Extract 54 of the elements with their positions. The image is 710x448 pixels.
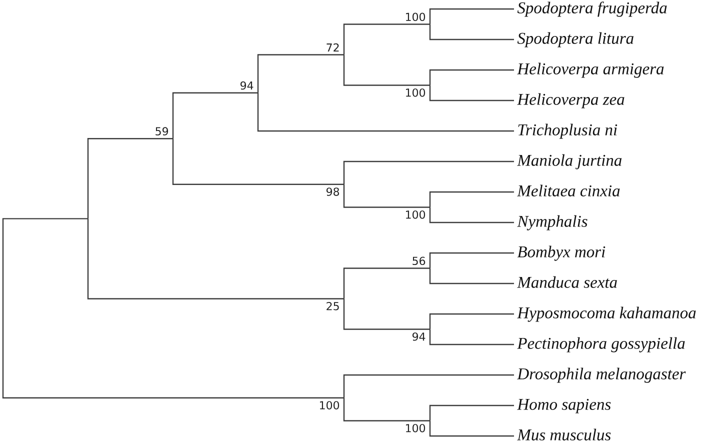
taxon-label: Bombyx mori xyxy=(517,246,606,261)
taxon-label: Mus musculus xyxy=(517,428,611,440)
bootstrap-value: 94 xyxy=(240,81,254,90)
bootstrap-value: 94 xyxy=(412,332,426,341)
tree-branch xyxy=(429,85,514,102)
tree-branch xyxy=(429,8,514,24)
taxon-label: Spodoptera frugiperda xyxy=(517,2,667,17)
taxon-label: Pectinophora gossypiella xyxy=(517,337,685,352)
taxon-label: Trichoplusia ni xyxy=(518,124,618,139)
taxon-label: Manduca sexta xyxy=(517,276,617,288)
tree-branch xyxy=(343,398,430,422)
tree-branch xyxy=(429,69,514,86)
tree-branch xyxy=(172,138,344,185)
tree-branch xyxy=(429,420,514,437)
bootstrap-value: 100 xyxy=(406,210,426,219)
taxon-label: Helicoverpa zea xyxy=(517,93,624,108)
tree-branch xyxy=(343,268,430,299)
taxon-label: Melitaea cinxia xyxy=(517,184,620,196)
bootstrap-value: 98 xyxy=(326,188,340,196)
tree-branch xyxy=(343,24,430,55)
tree-branch xyxy=(429,24,514,40)
tree-branch xyxy=(343,54,430,86)
tree-branch xyxy=(87,138,173,219)
taxon-label: Maniola jurtina xyxy=(517,154,622,170)
tree-branch xyxy=(429,268,514,284)
tree-branch xyxy=(172,92,258,139)
tree-branch xyxy=(429,329,514,346)
tree-branch xyxy=(429,404,514,421)
tree-branch xyxy=(343,374,514,398)
tree-branch xyxy=(429,252,514,268)
tree-branch xyxy=(429,191,514,208)
tree-branch xyxy=(257,92,514,132)
taxon-label: Nymphalis xyxy=(517,215,588,230)
tree-branch xyxy=(343,160,514,184)
tree-branch xyxy=(87,218,344,300)
bootstrap-value: 100 xyxy=(406,424,426,432)
taxon-label: Drosophila melanogaster xyxy=(517,368,686,383)
taxon-label: Helicoverpa armigera xyxy=(517,62,664,78)
bootstrap-value: 25 xyxy=(326,302,339,310)
bootstrap-value: 56 xyxy=(412,256,426,266)
tree-branch xyxy=(2,218,344,398)
bootstrap-value: 59 xyxy=(156,127,168,136)
bootstrap-value: 100 xyxy=(320,401,340,410)
taxon-label: Spodoptera litura xyxy=(517,32,634,48)
tree-branch xyxy=(429,207,514,224)
taxon-label: Hyposmocoma kahamanoa xyxy=(517,306,696,322)
tree-branch xyxy=(429,313,514,330)
tree-branch xyxy=(343,184,430,208)
taxon-label: Homo sapiens xyxy=(517,398,611,414)
bootstrap-value: 100 xyxy=(406,12,426,22)
bootstrap-value: 100 xyxy=(406,88,426,97)
bootstrap-value: 72 xyxy=(326,43,339,52)
tree-branch xyxy=(257,54,344,93)
tree-branch xyxy=(343,298,430,330)
